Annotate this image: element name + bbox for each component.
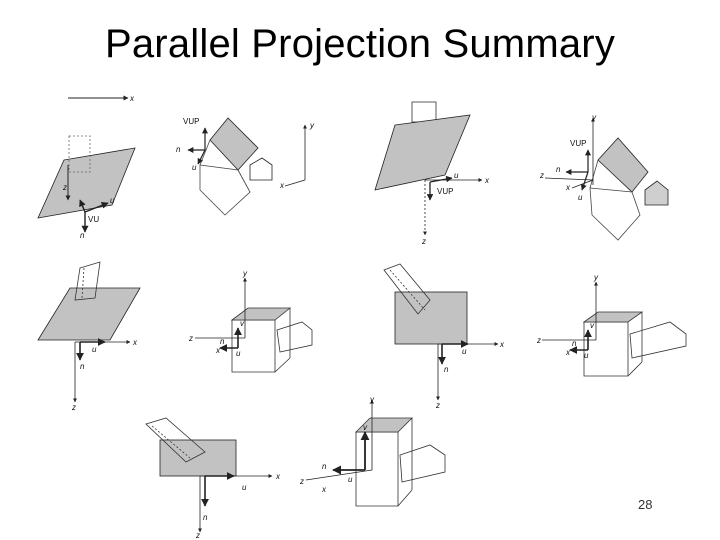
- x-axis-label: x: [321, 485, 327, 494]
- y-axis-label: y: [591, 113, 597, 122]
- z-axis-label: z: [536, 336, 541, 345]
- z-axis-label: z: [539, 171, 544, 180]
- square-plane-figure-4: x z u n: [384, 264, 505, 410]
- u-label: u: [236, 349, 241, 358]
- y-axis-label: y: [309, 121, 315, 130]
- oblique-plane-figure-1: x z u n VU: [38, 94, 135, 240]
- n-label: n: [444, 365, 449, 374]
- u-label: u: [584, 351, 589, 360]
- x-axis-label: x: [279, 181, 285, 190]
- u-label: u: [578, 193, 583, 202]
- z-axis-label: z: [299, 477, 304, 486]
- x-axis-label: x: [565, 183, 571, 192]
- z-axis-label: z: [71, 403, 76, 412]
- z-axis-label: z: [421, 237, 426, 246]
- rect-plane-figure-5: x z u n: [146, 418, 281, 540]
- z-axis: [306, 470, 372, 480]
- u-label: u: [462, 347, 467, 356]
- page-number: 28: [638, 497, 652, 512]
- n-label: n: [220, 337, 225, 346]
- oblique-plane-figure-2: x z u VUP: [375, 102, 490, 246]
- projected-prism: [200, 165, 250, 215]
- u-label: u: [92, 345, 97, 354]
- x-axis-label: x: [484, 176, 490, 185]
- x-axis-label: x: [499, 340, 505, 349]
- z-axis-label: z: [435, 401, 440, 410]
- projection-plane: [38, 148, 135, 218]
- box-edge: [628, 362, 642, 376]
- y-axis-label: y: [593, 273, 599, 282]
- n-label: n: [80, 231, 85, 240]
- y-axis-label: y: [242, 269, 248, 278]
- n-label: n: [556, 165, 561, 174]
- z-axis-label: z: [188, 334, 193, 343]
- x-axis-label: x: [129, 94, 135, 103]
- house-prism: [400, 445, 445, 482]
- x-axis-label: x: [275, 472, 281, 481]
- z-axis-label: z: [195, 531, 200, 540]
- house-shape: [645, 181, 668, 205]
- projected-prism: [590, 188, 640, 240]
- box-edge: [275, 358, 290, 372]
- projection-plane: [38, 288, 140, 340]
- plane-figure-3: x z u n: [38, 262, 140, 412]
- z-axis-label: z: [62, 183, 67, 192]
- u-label: u: [242, 483, 247, 492]
- front-face: [584, 322, 628, 376]
- house-prism: [277, 322, 312, 352]
- x-axis: [285, 180, 305, 186]
- projected-box: [412, 102, 436, 122]
- n-label: n: [203, 513, 208, 522]
- n-label: n: [322, 462, 327, 471]
- house-shape: [250, 158, 272, 180]
- vu-label: VU: [88, 215, 99, 224]
- house-figure-vup-2: y VUP n z x u: [539, 113, 668, 240]
- house-axes-figure-3: y z n v x u: [188, 269, 312, 372]
- u-label: u: [110, 196, 115, 205]
- u-vector: [582, 172, 588, 190]
- vup-label: VUP: [570, 139, 586, 148]
- front-face: [356, 432, 398, 506]
- house-figure-vup-1: VUP n u y x: [176, 117, 315, 215]
- u-label: u: [348, 475, 353, 484]
- x-axis-label: x: [132, 338, 138, 347]
- house-axes-figure-5: y z v n x u: [299, 395, 445, 506]
- prism-edge: [590, 160, 598, 188]
- vup-label: VUP: [437, 187, 453, 196]
- u-label: u: [192, 163, 197, 172]
- box-edge: [398, 490, 412, 506]
- projection-plane: [395, 292, 467, 344]
- projection-plane: [210, 118, 258, 170]
- n-label: n: [80, 362, 85, 371]
- house-axes-figure-4: y z n v x u: [536, 273, 686, 376]
- vup-label: VUP: [183, 117, 199, 126]
- house-prism: [630, 322, 686, 358]
- u-label: u: [454, 171, 459, 180]
- n-label: n: [176, 145, 181, 154]
- y-axis-label: y: [369, 395, 375, 404]
- projection-plane: [598, 138, 648, 192]
- n-label: n: [572, 339, 577, 348]
